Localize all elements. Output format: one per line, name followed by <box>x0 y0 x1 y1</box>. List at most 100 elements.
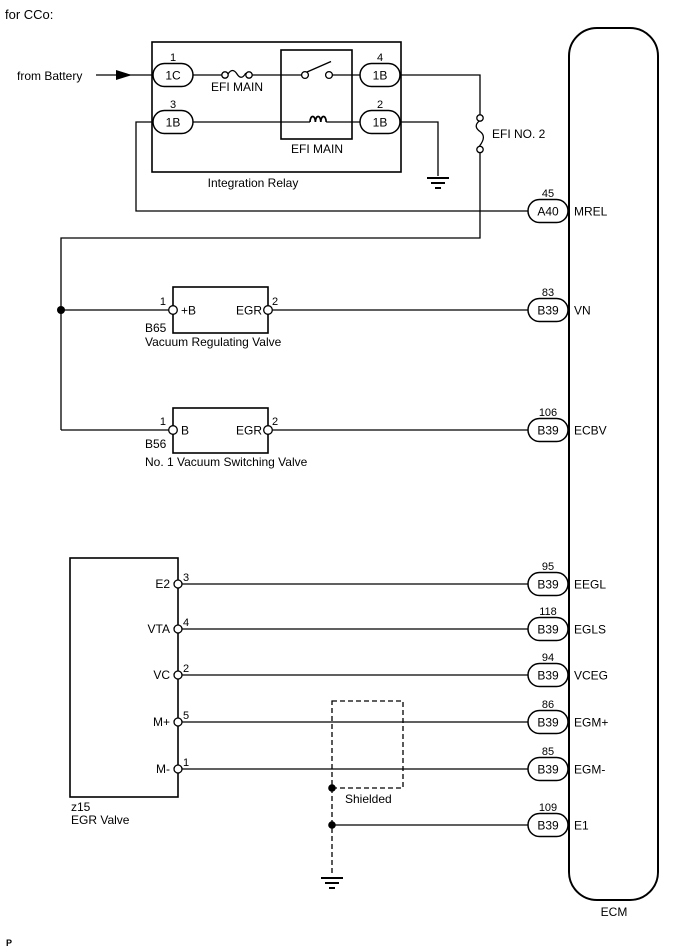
egr-pin-mplus-number: 5 <box>183 710 189 722</box>
ecm-pin-e1-connector: B39 <box>537 819 559 833</box>
ecm-pin-eegl-label: EEGL <box>574 578 606 592</box>
ecm-pin-egm-minus-oval <box>527 756 569 782</box>
shield-box <box>331 700 404 789</box>
b65-pin-1-terminal <box>168 305 178 315</box>
ground-icon <box>427 177 449 189</box>
b65-code-label: B65 <box>145 321 167 335</box>
egr-pin-mplus-terminal <box>173 717 183 727</box>
fuse-efi-main-icon <box>227 69 247 78</box>
relay-pin-4-number: 4 <box>377 52 383 64</box>
egr-pin-mplus-label: M+ <box>153 715 170 729</box>
egr-pin-vc-label: VC <box>153 668 170 682</box>
ecm-pin-egls-oval <box>527 616 569 642</box>
arrow-right-icon <box>116 70 132 80</box>
ecm-pin-mrel-number: 45 <box>542 188 554 200</box>
ecm-pin-vn-number: 83 <box>542 287 554 299</box>
b65-pin-2-terminal <box>263 305 273 315</box>
relay-pin-1-connector: 1C <box>165 69 181 83</box>
ecm-pin-egm-minus-label: EGM- <box>574 763 605 777</box>
page-footer-mark: P <box>6 938 12 948</box>
wire-mrel <box>135 121 528 212</box>
b56-pin-2-terminal <box>263 425 273 435</box>
egr-pin-mminus-label: M- <box>156 762 170 776</box>
b65-pin-1-number: 1 <box>160 296 166 308</box>
ecm-pin-ecbv-connector: B39 <box>537 424 559 438</box>
ecm-box <box>568 27 659 901</box>
ecm-pin-vn-connector: B39 <box>537 304 559 318</box>
ecm-pin-egm-plus-label: EGM+ <box>574 716 608 730</box>
ground-icon <box>321 877 343 889</box>
ecm-pin-vceg-oval <box>527 662 569 688</box>
fuse-efi-main-label: EFI MAIN <box>211 80 263 94</box>
ecm-pin-ecbv-oval <box>527 417 569 443</box>
b65-pin-1-label: +B <box>181 304 196 318</box>
ecm-pin-egm-plus-connector: B39 <box>537 716 559 730</box>
ecm-pin-vceg-label: VCEG <box>574 669 608 683</box>
relay-pin-2-connector: 1B <box>373 116 388 130</box>
ecm-pin-egls-number: 118 <box>539 606 557 618</box>
egr-pin-vta-label: VTA <box>148 622 170 636</box>
ecm-pin-vceg-number: 94 <box>542 652 554 664</box>
egr-pin-mminus-terminal <box>173 764 183 774</box>
egr-pin-e2-label: E2 <box>155 577 170 591</box>
ecm-pin-e1-label: E1 <box>574 819 589 833</box>
fuse-efi-no2-icon <box>475 120 485 147</box>
ecm-label: ECM <box>601 905 628 919</box>
ecm-pin-egm-plus-number: 86 <box>542 699 554 711</box>
ecm-pin-e1-number: 109 <box>539 802 557 814</box>
b56-code-label: B56 <box>145 437 167 451</box>
ecm-pin-mrel-label: MREL <box>574 205 608 219</box>
relay-pin-1-number: 1 <box>170 52 176 64</box>
relay-switch-icon <box>324 70 334 80</box>
fuse-efi-main-icon <box>221 71 229 79</box>
b65-pin-2-number: 2 <box>272 296 278 308</box>
ecm-pin-eegl-connector: B39 <box>537 578 559 592</box>
ecm-pin-eegl-oval <box>527 571 569 597</box>
ecm-pin-ecbv-label: ECBV <box>574 424 607 438</box>
from-battery-label: from Battery <box>17 69 82 83</box>
b56-name-label: No. 1 Vacuum Switching Valve <box>145 455 308 469</box>
fuse-efi-main-icon <box>245 71 253 79</box>
shielded-label: Shielded <box>345 792 392 806</box>
integration-relay-label: Integration Relay <box>208 176 299 190</box>
egr-pin-vc-number: 2 <box>183 663 189 675</box>
b56-pin-1-label: B <box>181 424 189 438</box>
relay-switch-icon <box>300 70 310 80</box>
ecm-pin-vn-oval <box>527 297 569 323</box>
b56-pin-1-terminal <box>168 425 178 435</box>
ecm-pin-ecbv-number: 106 <box>539 407 557 419</box>
egr-pin-e2-terminal <box>173 579 183 589</box>
relay-switch-blade-icon <box>306 60 332 73</box>
relay-pin-3-connector: 1B <box>166 116 181 130</box>
b56-pin-2-number: 2 <box>272 416 278 428</box>
ecm-pin-egls-connector: B39 <box>537 623 559 637</box>
relay-pin-2-number: 2 <box>377 99 383 111</box>
efi-main-relay-label: EFI MAIN <box>291 142 343 156</box>
wire-pin2-to-ground <box>400 121 439 176</box>
b56-pin-2-label: EGR <box>236 424 262 438</box>
ecm-pin-egls-label: EGLS <box>574 623 606 637</box>
ecm-pin-vceg-connector: B39 <box>537 669 559 683</box>
ecm-pin-mrel-oval <box>527 198 569 224</box>
b65-name-label: Vacuum Regulating Valve <box>145 335 282 349</box>
egr-pin-vc-terminal <box>173 670 183 680</box>
relay-coil-icon <box>309 115 328 123</box>
efi-main-relay-box <box>280 49 353 140</box>
egr-pin-vta-terminal <box>173 624 183 634</box>
ecm-pin-egm-plus-oval <box>527 709 569 735</box>
wire-pin4-to-fuse2 <box>400 74 481 115</box>
egr-pin-e2-number: 3 <box>183 572 189 584</box>
ecm-pin-mrel-connector: A40 <box>537 205 559 219</box>
page-title: for CCo: <box>5 7 53 22</box>
fuse-efi-no2-icon <box>476 145 484 154</box>
integration-relay-box <box>151 41 402 173</box>
egr-valve-name-label: EGR Valve <box>71 813 130 827</box>
egr-pin-mminus-number: 1 <box>183 757 189 769</box>
ecm-pin-egm-minus-connector: B39 <box>537 763 559 777</box>
b56-pin-1-number: 1 <box>160 416 166 428</box>
b65-pin-2-label: EGR <box>236 304 262 318</box>
ecm-pin-e1-oval <box>527 812 569 838</box>
relay-pin-3-number: 3 <box>170 99 176 111</box>
ecm-pin-vn-label: VN <box>574 304 591 318</box>
